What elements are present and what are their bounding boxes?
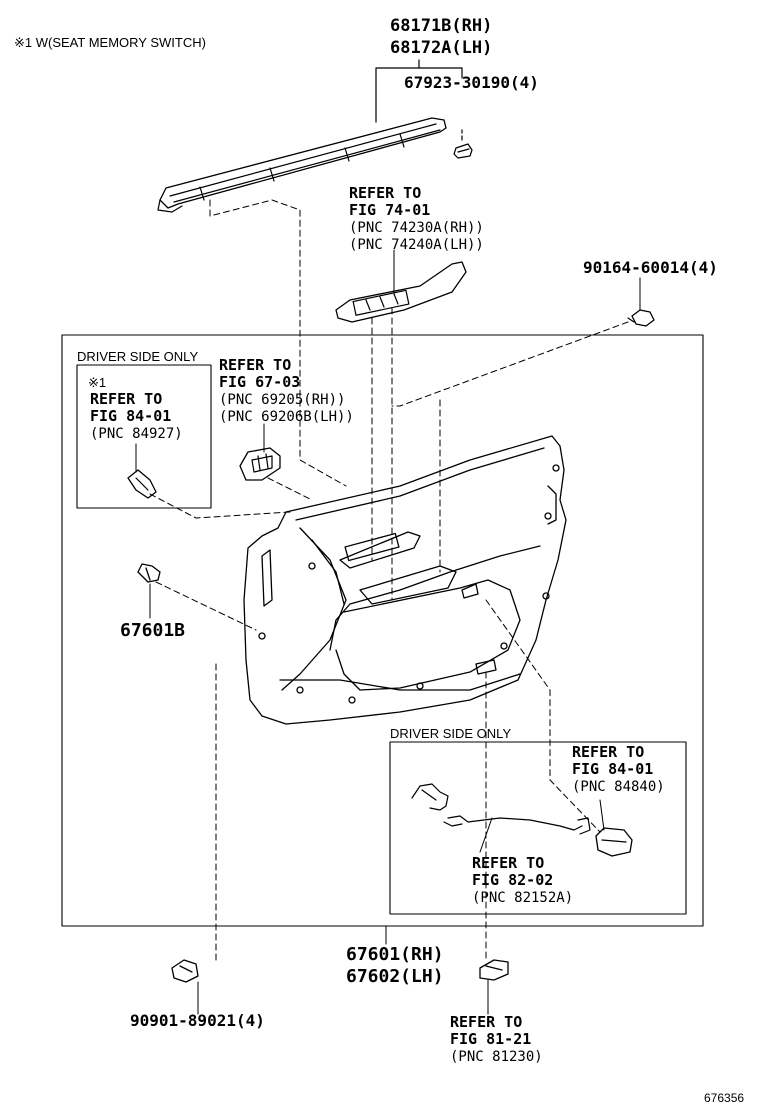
pnc: (PNC 84927)	[90, 426, 183, 442]
part-number-clip-67601b: 67601B	[120, 620, 186, 641]
pnc: (PNC 81230)	[450, 1049, 543, 1065]
screw	[627, 309, 655, 327]
part-number-moulding-rh: 68171B(RH)	[390, 16, 493, 36]
refer-to-label: REFER TO	[90, 390, 163, 408]
pnc: (PNC 82152A)	[472, 890, 574, 906]
memory-switch	[127, 469, 157, 499]
part-number-clip-bottom: 90901-89021(4)	[130, 1011, 265, 1030]
door-trim-panel	[243, 435, 567, 725]
pnc-lh: (PNC 69206B(LH))	[219, 409, 354, 425]
inside-handle-bezel	[239, 447, 281, 481]
main-frame	[61, 334, 704, 927]
drawing-id: 676356	[704, 1091, 745, 1105]
armrest-switch-base	[335, 261, 467, 323]
part-number-panel-rh: 67601(RH)	[346, 944, 444, 965]
refer-to-label: REFER TO	[219, 356, 292, 374]
refer-to-label: REFER TO	[349, 184, 422, 202]
part-number-panel-lh: 67602(LH)	[346, 966, 444, 987]
fig-number: FIG 82-02	[472, 871, 554, 889]
driver-side-only-right: DRIVER SIDE ONLY	[390, 726, 512, 741]
fig-number: FIG 67-03	[219, 373, 301, 391]
belt-moulding	[157, 117, 447, 213]
clip-67601b	[137, 563, 161, 583]
pnc-lh: (PNC 74240A(LH))	[349, 237, 484, 253]
mark-1: ※1	[88, 375, 107, 390]
driver-side-only-left: DRIVER SIDE ONLY	[77, 349, 199, 364]
pnc-rh: (PNC 74230A(RH))	[349, 220, 484, 236]
fig-number: FIG 84-01	[90, 407, 172, 425]
clip-bottom	[171, 959, 199, 983]
refer-to-label: REFER TO	[450, 1013, 523, 1031]
dashed-leaders	[149, 199, 629, 961]
pnc: (PNC 84840)	[572, 779, 665, 795]
fig-number: FIG 84-01	[572, 760, 654, 778]
refer-to-label: REFER TO	[572, 743, 645, 761]
refer-to-label: REFER TO	[472, 854, 545, 872]
memory-switch-note: ※1 W(SEAT MEMORY SWITCH)	[14, 35, 206, 50]
power-window-switch	[595, 827, 633, 857]
courtesy-lamp	[479, 959, 509, 981]
part-number-moulding-clip: 67923-30190(4)	[404, 73, 539, 92]
driver-box-left	[76, 364, 212, 509]
wire-harness	[411, 783, 591, 835]
solid-leaders	[135, 249, 641, 1015]
moulding-clip	[453, 143, 473, 159]
pnc-rh: (PNC 69205(RH))	[219, 392, 346, 408]
part-number-screw: 90164-60014(4)	[583, 258, 718, 277]
fig-number: FIG 74-01	[349, 201, 431, 219]
driver-box-right	[389, 741, 687, 915]
part-number-moulding-lh: 68172A(LH)	[390, 38, 493, 58]
fig-number: FIG 81-21	[450, 1030, 532, 1048]
